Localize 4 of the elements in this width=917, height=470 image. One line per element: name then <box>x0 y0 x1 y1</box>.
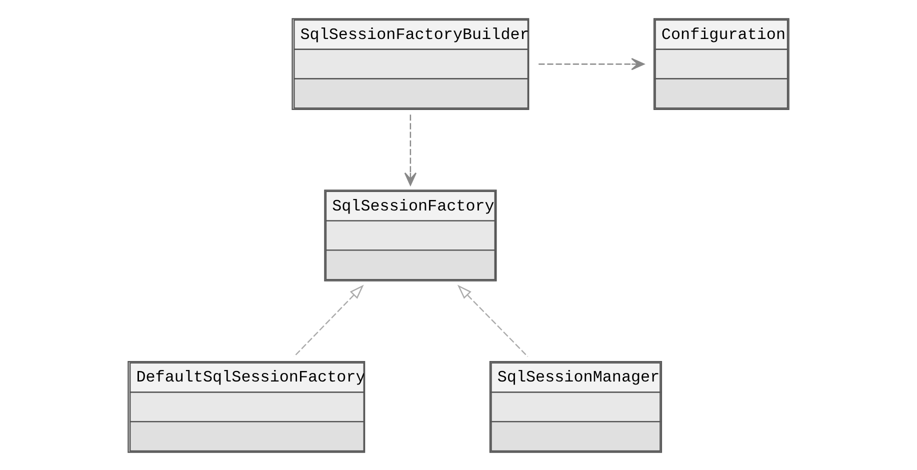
arrow <box>457 284 528 357</box>
arrow <box>538 57 645 70</box>
arrow <box>404 114 417 186</box>
arrow <box>294 284 364 357</box>
